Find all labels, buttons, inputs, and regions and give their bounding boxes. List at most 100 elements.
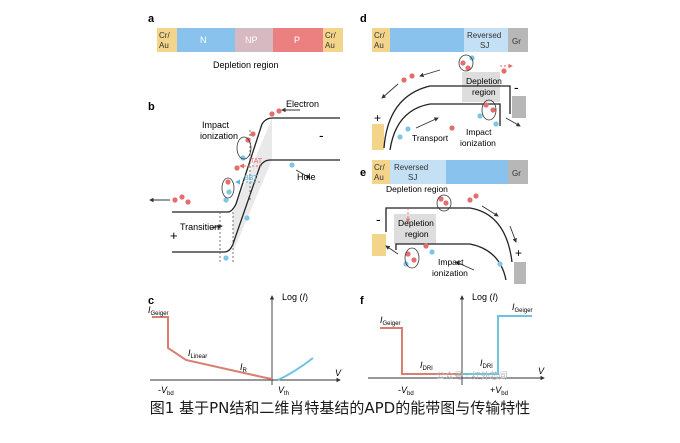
e-depletion-top: Depletion region (386, 184, 448, 194)
electron (179, 194, 185, 200)
panel-b: b TAT BBT (148, 99, 340, 262)
f-curve-neg (380, 327, 462, 375)
d-impact-1: Impact (466, 127, 492, 137)
hole-arrow (295, 169, 311, 179)
bar-a-label-1: N (200, 35, 207, 45)
d-arrow (381, 83, 399, 99)
bar-a-seg-3 (273, 28, 323, 52)
bar-e-label-3: Gr (512, 169, 521, 178)
tat-label: TAT (250, 158, 263, 165)
hole (497, 261, 503, 267)
electron (438, 196, 444, 202)
electron (411, 257, 417, 263)
bar-e-label-1a: Reversed (394, 163, 428, 172)
e-arrow (509, 225, 517, 243)
electron (401, 77, 407, 83)
panel-e-bar: Cr/ Au Reversed SJ Gr (372, 160, 528, 184)
minus-sign: - (319, 127, 324, 143)
e-minus: - (376, 211, 381, 227)
d-depletion-box (462, 72, 500, 102)
bar-e-seg-0 (372, 160, 390, 184)
e-cb (385, 207, 513, 263)
figure-caption: 图1 基于PN结和二维肖特基结的APD的能带图与传输特性 (149, 399, 531, 417)
electron (443, 200, 449, 206)
electron (449, 125, 455, 131)
hole (244, 215, 250, 221)
c-igeiger: IGeiger (148, 305, 169, 317)
bar-a-label-3: P (294, 35, 300, 45)
panel-a-bar: Cr/ Au N NP P Cr/ Au (157, 28, 343, 52)
e-right-contact (514, 262, 526, 284)
f-igeiger-right: IGeiger (512, 302, 533, 314)
panel-c: c Log (I) V IGeiger ILinear IR -Vbd Vth (148, 292, 342, 397)
f-xlabel: V (538, 366, 545, 376)
hole (477, 113, 483, 119)
panel-b-letter: b (148, 101, 155, 113)
d-arrow (415, 117, 439, 129)
e-impact-1: Impact (438, 257, 464, 267)
impact-label-1: Impact (202, 120, 230, 130)
d-depletion-2: region (472, 87, 496, 97)
electron (460, 60, 466, 66)
bar-e-seg-1 (390, 160, 446, 184)
bar-d-label-2b: SJ (480, 41, 489, 50)
electron (473, 193, 479, 199)
e-arrow (481, 205, 499, 217)
electron (276, 108, 282, 114)
c-ilinear: ILinear (188, 348, 207, 360)
e-left-contact (372, 234, 386, 256)
e-arrow (455, 261, 475, 271)
bar-a-seg-0 (157, 28, 177, 52)
e-arrow (385, 245, 399, 255)
e-impact-2: ionization (432, 268, 468, 278)
electron (225, 179, 231, 185)
panel-e: e Cr/ Au Reversed SJ Gr Depletion region (360, 160, 528, 284)
hole (289, 162, 295, 168)
d-right-contact (512, 96, 526, 118)
bar-d-seg-3 (508, 28, 528, 52)
panel-a-caption: Depletion region (213, 60, 279, 70)
bar-a-label-2: NP (245, 35, 258, 45)
d-depletion-1: Depletion (466, 76, 502, 86)
d-transport: Transport (412, 133, 449, 143)
bar-e-label-0a: Cr/ (374, 163, 385, 172)
bar-d-label-0a: Cr/ (374, 31, 385, 40)
c-neg-vbd: -Vbd (158, 385, 174, 397)
panel-c-letter: c (148, 295, 154, 307)
f-ylabel: Log (I) (472, 292, 498, 302)
bar-a-seg-1 (177, 28, 235, 52)
electron (409, 73, 415, 79)
panel-e-letter: e (360, 167, 366, 179)
bar-e-seg-3 (508, 160, 528, 184)
electron (405, 251, 411, 257)
e-depletion-2: region (405, 229, 429, 239)
panel-d: d Cr/ Au Reversed SJ Gr (360, 13, 528, 151)
f-idr1: IDRI (420, 360, 433, 372)
bar-a-label-4a: Cr/ (325, 31, 336, 40)
electron (490, 107, 496, 113)
valence-band (172, 159, 340, 253)
impact-ellipse (236, 136, 252, 160)
d-impact-ellipse (481, 99, 497, 121)
f-igeiger-left: IGeiger (380, 315, 401, 327)
bar-d-seg-1 (390, 28, 464, 52)
hole (223, 255, 229, 261)
c-xlabel: V (335, 368, 342, 378)
d-cb (383, 85, 511, 149)
bar-a-label-0a: Cr/ (159, 31, 170, 40)
electron (234, 165, 240, 171)
panel-a: a Cr/ Au N NP P Cr/ Au Depletion region (148, 13, 343, 70)
impact-label-2: ionization (200, 131, 238, 141)
d-vb (389, 103, 501, 151)
hole (397, 134, 403, 140)
electron (423, 243, 429, 249)
e-impact-ellipse (404, 247, 420, 269)
d-arrow (505, 117, 521, 127)
hole-label: Hole (297, 172, 316, 182)
hole (405, 126, 411, 132)
d-left-contact (372, 124, 384, 150)
panel-f-letter: f (360, 295, 364, 307)
c-ylabel: Log (I) (282, 292, 308, 302)
hole (226, 189, 232, 195)
